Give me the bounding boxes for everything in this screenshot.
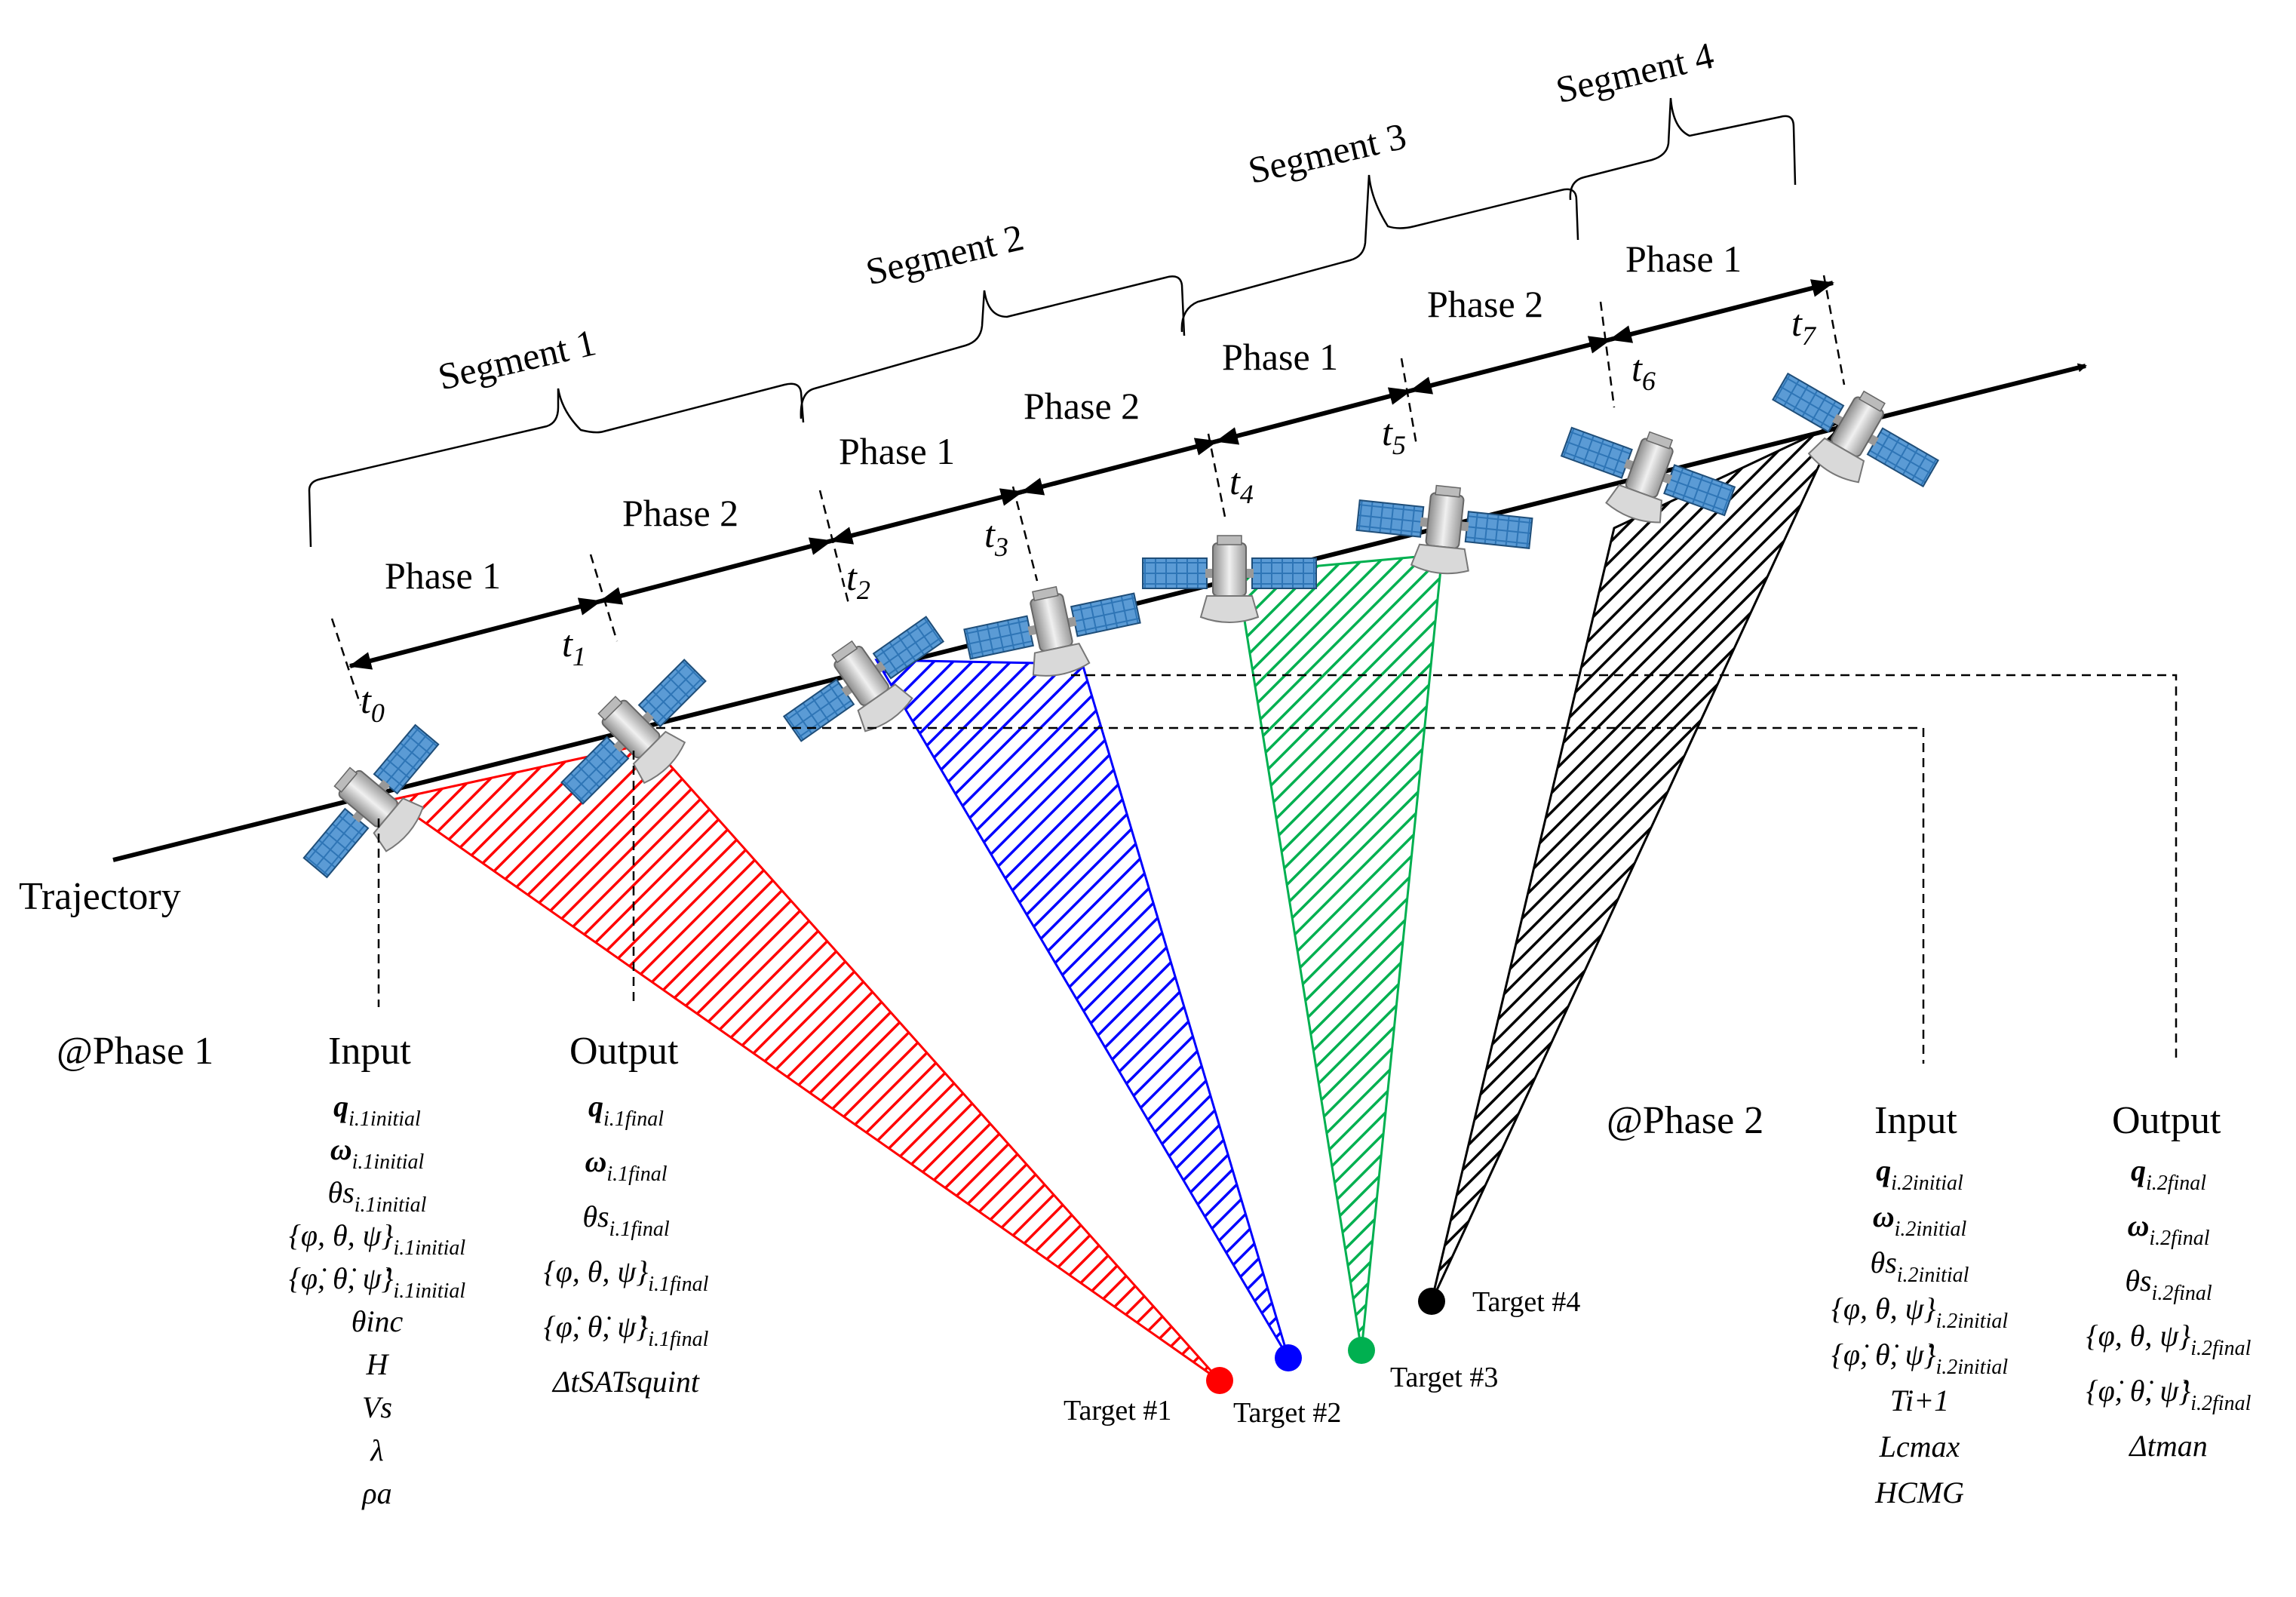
- variable-item: θsi.1initial: [328, 1175, 427, 1217]
- variable-item: ωi.2final: [2127, 1208, 2209, 1250]
- time-label-5: t5: [1382, 411, 1406, 460]
- segment-1-label: Segment 1: [434, 321, 600, 398]
- variable-item: ωi.1final: [585, 1144, 667, 1186]
- footprint-target-1: [389, 742, 1221, 1382]
- variable-item: ωi.1initial: [330, 1132, 425, 1174]
- variable-item: {φ, θ, ψ}i.1final: [544, 1255, 709, 1296]
- phase-arrows: [348, 279, 1834, 670]
- phase-label-3: Phase 1: [839, 430, 955, 472]
- time-label-0: t0: [361, 679, 385, 728]
- variable-item: {φ̇, θ̇, ψ̇}i.2initial: [1831, 1337, 2009, 1379]
- phase2-info-block: @Phase 2 Input Output qi.2initialωi.2ini…: [1607, 1099, 2251, 1509]
- segment-4-label: Segment 4: [1552, 34, 1717, 111]
- phase-label-4: Phase 2: [1024, 385, 1140, 427]
- footprint-target-3: [1235, 553, 1444, 1351]
- variable-item: Vs: [362, 1390, 392, 1424]
- phase1-input-title: Input: [328, 1030, 411, 1073]
- phase1-title: @Phase 1: [57, 1030, 213, 1073]
- phase-label-2: Phase 2: [622, 492, 738, 534]
- segment-3-label: Segment 3: [1245, 115, 1410, 192]
- target-1-dot: [1206, 1367, 1233, 1394]
- time-label-1: t1: [562, 622, 586, 671]
- target-2-label: Target #2: [1233, 1397, 1341, 1429]
- variable-item: {φ̇, θ̇, ψ̇}i.1final: [544, 1310, 709, 1351]
- variable-item: {φ̇, θ̇, ψ̇}i.2final: [2086, 1374, 2251, 1415]
- phase-label-7: Phase 1: [1625, 238, 1742, 280]
- variable-item: {φ̇, θ̇, ψ̇}i.1initial: [289, 1261, 466, 1303]
- variable-item: qi.2initial: [1876, 1153, 1963, 1195]
- target-3-dot: [1348, 1337, 1375, 1364]
- phase1-info-block: @Phase 1 Input Output qi.1initialωi.1ini…: [57, 1030, 709, 1510]
- variable-item: ΔtSATsquint: [551, 1365, 700, 1399]
- variable-item: ωi.2initial: [1873, 1199, 1967, 1241]
- variable-item: ρa: [361, 1476, 391, 1510]
- variable-item: {φ, θ, ψ}i.1initial: [289, 1218, 466, 1260]
- segment-braces: [308, 97, 1797, 548]
- target-2-dot: [1275, 1344, 1302, 1371]
- footprint-target-4: [1430, 419, 1842, 1302]
- variable-item: θsi.2final: [2125, 1264, 2212, 1305]
- variable-item: {φ, θ, ψ}i.2initial: [1831, 1291, 2009, 1333]
- phase2-output-title: Output: [2112, 1099, 2221, 1142]
- phase-label-5: Phase 1: [1222, 336, 1338, 378]
- variable-item: qi.1final: [588, 1089, 664, 1131]
- target-3-label: Target #3: [1390, 1362, 1498, 1393]
- phase1-output-list: qi.1final ωi.1final θsi.1final {φ, θ, ψ}i.1…: [544, 1089, 709, 1399]
- variable-item: Δtman: [2128, 1429, 2207, 1463]
- variable-item: {φ, θ, ψ}i.2final: [2086, 1319, 2251, 1360]
- phase1-output-title: Output: [569, 1030, 679, 1073]
- variable-item: Ti+1: [1890, 1384, 1949, 1417]
- variable-item: θsi.1final: [582, 1199, 670, 1241]
- variable-item: HCMG: [1874, 1476, 1964, 1509]
- target-1-label: Target #1: [1064, 1395, 1171, 1427]
- variable-item: θsi.2initial: [1871, 1245, 1969, 1287]
- time-label-2: t2: [846, 556, 870, 605]
- leader-lines: [377, 674, 2178, 1064]
- time-label-3: t3: [984, 513, 1008, 562]
- target-4-label: Target #4: [1472, 1286, 1580, 1318]
- phase2-input-title: Input: [1874, 1099, 1957, 1142]
- footprint-target-2: [874, 659, 1290, 1359]
- time-label-7: t7: [1791, 302, 1817, 351]
- phase-label-6: Phase 2: [1427, 283, 1543, 325]
- phase-label-1: Phase 1: [385, 554, 501, 597]
- variable-item: λ: [370, 1433, 383, 1467]
- target-4-dot: [1418, 1288, 1445, 1315]
- phase2-output-list: qi.2final ωi.2final θsi.2final {φ, θ, ψ}i.2…: [2086, 1153, 2251, 1463]
- trajectory-label: Trajectory: [19, 875, 181, 918]
- phase2-title: @Phase 2: [1607, 1099, 1763, 1142]
- variable-item: θinc: [351, 1304, 404, 1338]
- variable-item: H: [366, 1347, 390, 1381]
- time-label-6: t6: [1631, 347, 1656, 396]
- segment-2-label: Segment 2: [862, 216, 1028, 293]
- variable-item: Lcmax: [1879, 1430, 1960, 1463]
- variable-item: qi.1initial: [333, 1089, 421, 1131]
- time-label-4: t4: [1229, 460, 1254, 509]
- variable-item: qi.2final: [2131, 1153, 2206, 1195]
